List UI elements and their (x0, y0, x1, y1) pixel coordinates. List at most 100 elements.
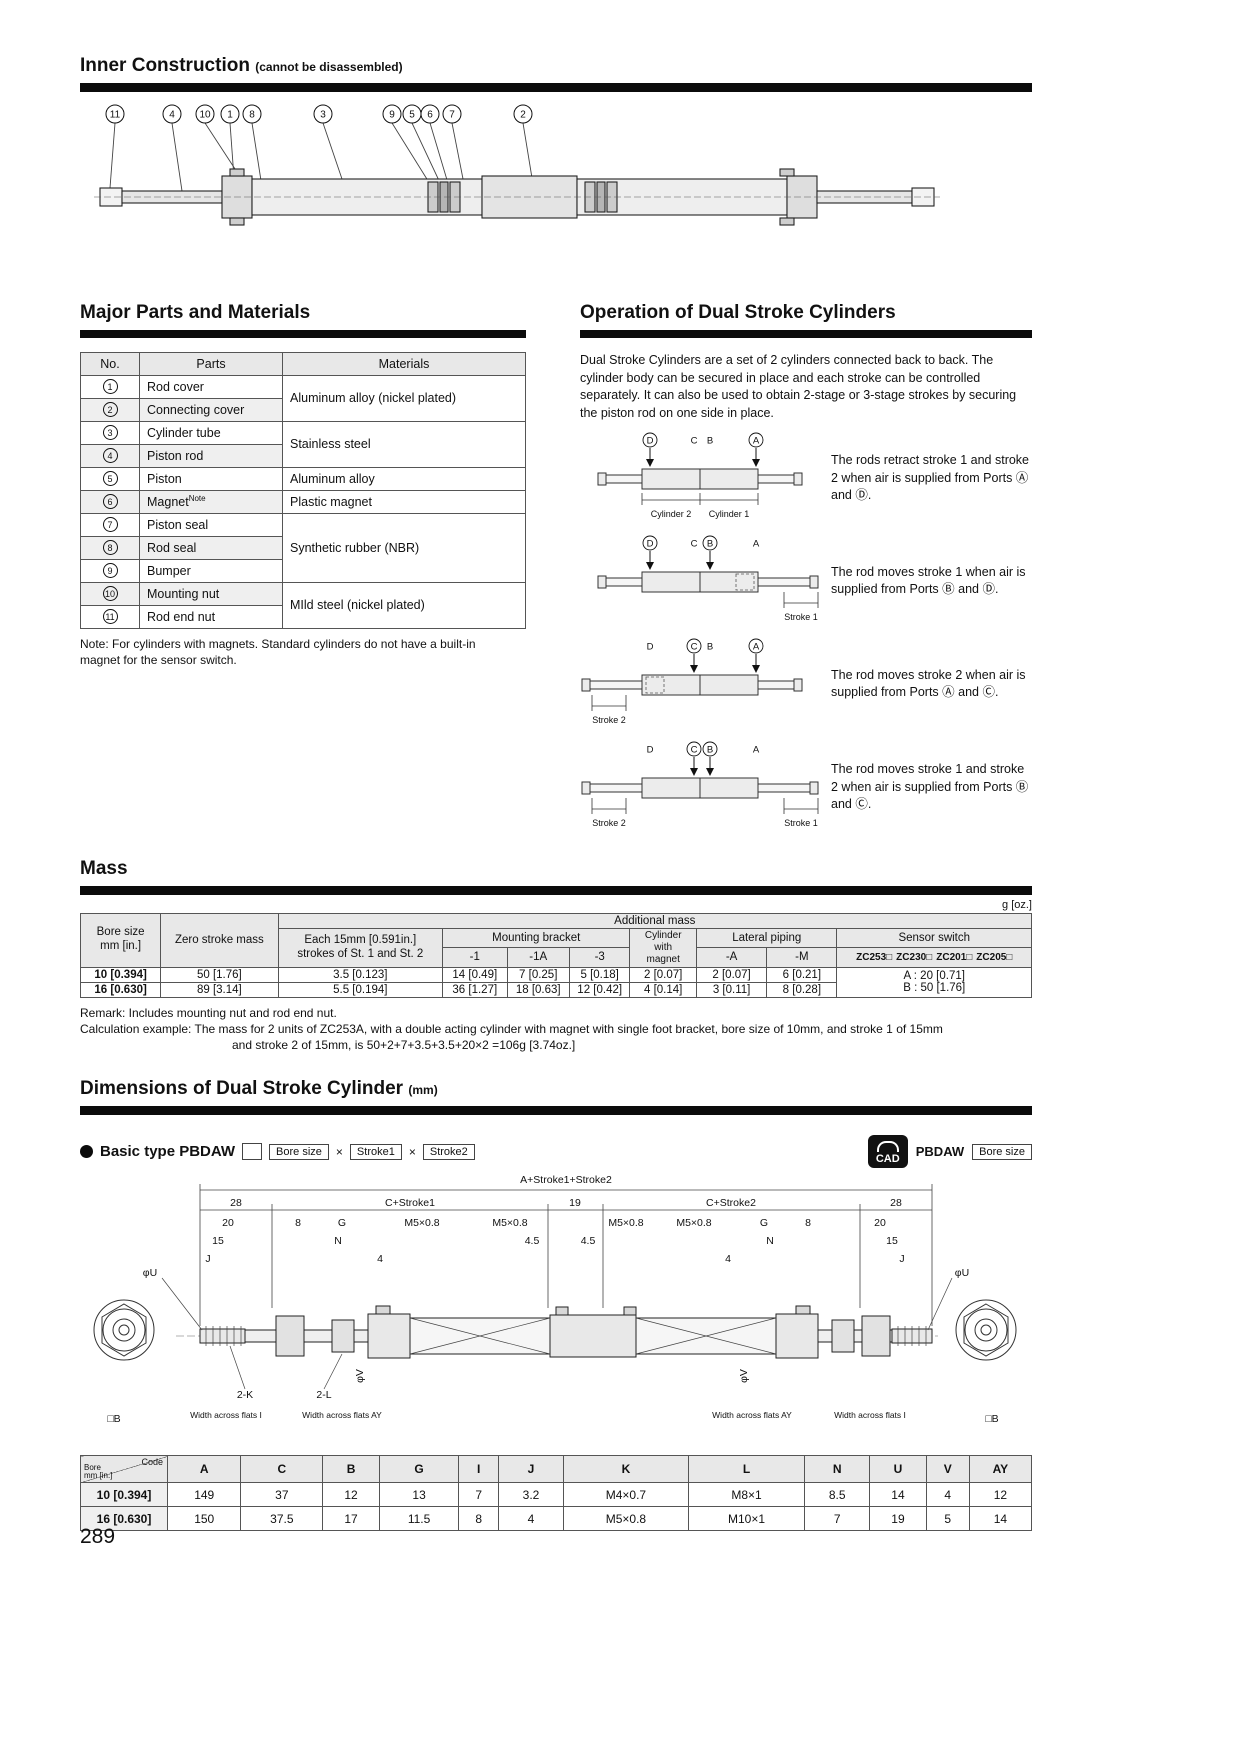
table-header-row: Bore size mm [in.] Zero stroke mass Addi… (79, 912, 1032, 968)
col-header-i: I (458, 1455, 500, 1484)
port-label-b: B (707, 435, 713, 446)
multiply-separator: × (335, 1144, 343, 1159)
part-no: 5 (80, 466, 140, 491)
dim-cell-bore: 10 [0.394] (80, 1482, 168, 1508)
cad-icon-label: CAD (875, 1153, 900, 1166)
table-row: 16 [0.630] 150 37.5 17 11.5 8 4 M5×0.8 M… (80, 1506, 1033, 1532)
mass-remark: Remark: Includes mounting nut and rod en… (80, 1005, 1032, 1054)
basic-type-order: Basic type PBDAW Bore size × Stroke1 × S… (80, 1143, 475, 1161)
dim-label-28-left: 28 (230, 1197, 242, 1209)
dim-cell: 14 (869, 1482, 927, 1508)
bullet-icon (80, 1145, 93, 1159)
operation-title: Operation of Dual Stroke Cylinders (580, 301, 896, 323)
part-no: 2 (80, 397, 140, 422)
mass-cell: 14 [0.49] (442, 966, 508, 983)
part-name: MagnetNote (139, 489, 283, 514)
col-header-k: K (563, 1455, 689, 1484)
svg-text:6: 6 (427, 109, 433, 120)
part-no: 9 (80, 558, 140, 583)
part-no: 6 (80, 489, 140, 514)
col-header-parts: Parts (139, 351, 283, 376)
cad-icon: CAD (867, 1135, 908, 1169)
dim-cell: 7 (458, 1482, 500, 1508)
port-label-c: C (691, 744, 698, 755)
bore-size-box: Bore size (269, 1143, 329, 1160)
callout-7: 7 (442, 104, 462, 124)
dim-label-8-right: 8 (805, 1217, 811, 1229)
dim-label-45-left: 4.5 (525, 1235, 540, 1247)
mass-cell: 6 [0.21] (766, 966, 838, 983)
callout-5: 5 (402, 104, 422, 124)
col-header-bracket-1a: -1A (506, 947, 570, 968)
dim-cell: 3.2 (498, 1482, 564, 1508)
operation-diagram-3: D C B A (581, 638, 803, 725)
dim-label-n-left: N (334, 1235, 342, 1247)
dim-label-j-right: J (899, 1253, 904, 1265)
model-bore-size-box: Bore size (972, 1143, 1032, 1160)
port-label-a: A (753, 641, 760, 652)
operation-text-1: The rods retract stroke 1 and stroke 2 w… (831, 453, 1030, 502)
thread-hatch (205, 1317, 927, 1355)
remark-line: Remark: Includes mounting nut and rod en… (80, 1005, 337, 1020)
part-material: Plastic magnet (282, 489, 526, 514)
sensor-model-zc201: ZC201□ (936, 952, 973, 964)
part-no: 4 (80, 443, 140, 468)
dimensions-title-text: Dimensions of Dual Stroke Cylinder (80, 1078, 404, 1100)
dim-label-phi-u-right: φU (955, 1267, 969, 1279)
circled-number: 9 (102, 563, 118, 579)
mass-cell: 2 [0.07] (695, 966, 768, 983)
mass-cell: 8 [0.28] (766, 981, 838, 998)
dim-cell: 13 (378, 1482, 460, 1508)
port-label-c: C (691, 641, 698, 652)
cad-model-group: CAD PBDAW Bore size (867, 1135, 1032, 1169)
circled-number: 2 (102, 402, 118, 418)
dim-label-c-stroke2: C+Stroke2 (706, 1197, 756, 1209)
multiply-separator: × (408, 1144, 416, 1159)
dim-label-box-b-right: □B (985, 1413, 998, 1425)
model-code-box (242, 1143, 263, 1161)
col-header-sensor-models: ZC253□ZC230□ZC201□ZC205□ (836, 947, 1032, 968)
dim-label-4-right: 4 (725, 1253, 731, 1265)
dim-label-m5-2: M5×0.8 (492, 1217, 527, 1229)
note-superscript: Note (188, 494, 206, 504)
circled-number: 11 (102, 609, 118, 625)
dim-label-j-left: J (205, 1253, 210, 1265)
stroke2-label: Stroke 2 (592, 715, 626, 725)
circled-number: 10 (102, 586, 118, 602)
dimensions-section: Dimensions of Dual Stroke Cylinder (mm) … (80, 1078, 1033, 1532)
dim-cell: 5 (925, 1506, 970, 1532)
part-no: 7 (80, 512, 140, 537)
circled-number: 4 (102, 448, 118, 464)
dimensions-title: Dimensions of Dual Stroke Cylinder (mm) (80, 1078, 1032, 1100)
col-header-bore: Bore size mm [in.] (79, 912, 162, 968)
mass-unit: g [oz.] (1002, 898, 1032, 911)
operation-text-4: The rod moves stroke 1 and stroke 2 when… (831, 762, 1029, 811)
sensor-mass-b: B : 50 [1.76] (903, 982, 966, 995)
part-name: Mounting nut (139, 581, 283, 606)
mass-cell-bore: 16 [0.630] (79, 981, 162, 998)
stroke1-box: Stroke1 (349, 1143, 402, 1160)
col-header-u: U (869, 1455, 927, 1484)
basic-type-row: Basic type PBDAW Bore size × Stroke1 × S… (80, 1135, 1032, 1169)
part-name: Piston seal (139, 512, 283, 537)
col-header-a: A (166, 1455, 242, 1484)
callout-10: 10 (195, 104, 215, 124)
left-end-view (93, 1299, 155, 1361)
col-header-lateral-m: -M (766, 947, 838, 968)
port-label-c: C (691, 538, 698, 549)
part-no: 11 (80, 604, 140, 629)
dim-cell: M10×1 (687, 1506, 806, 1532)
svg-text:10: 10 (199, 109, 211, 120)
col-header-b: B (322, 1455, 380, 1484)
dim-cell: 12 (322, 1482, 380, 1508)
cylinder1-label: Cylinder 1 (709, 509, 750, 519)
corner-header: Code Bore mm [in.] (80, 1455, 168, 1484)
section-divider-bar (80, 1106, 1032, 1116)
port-label-d: D (647, 641, 654, 652)
dim-label-28-right: 28 (890, 1197, 902, 1209)
port-label-a: A (753, 744, 760, 755)
